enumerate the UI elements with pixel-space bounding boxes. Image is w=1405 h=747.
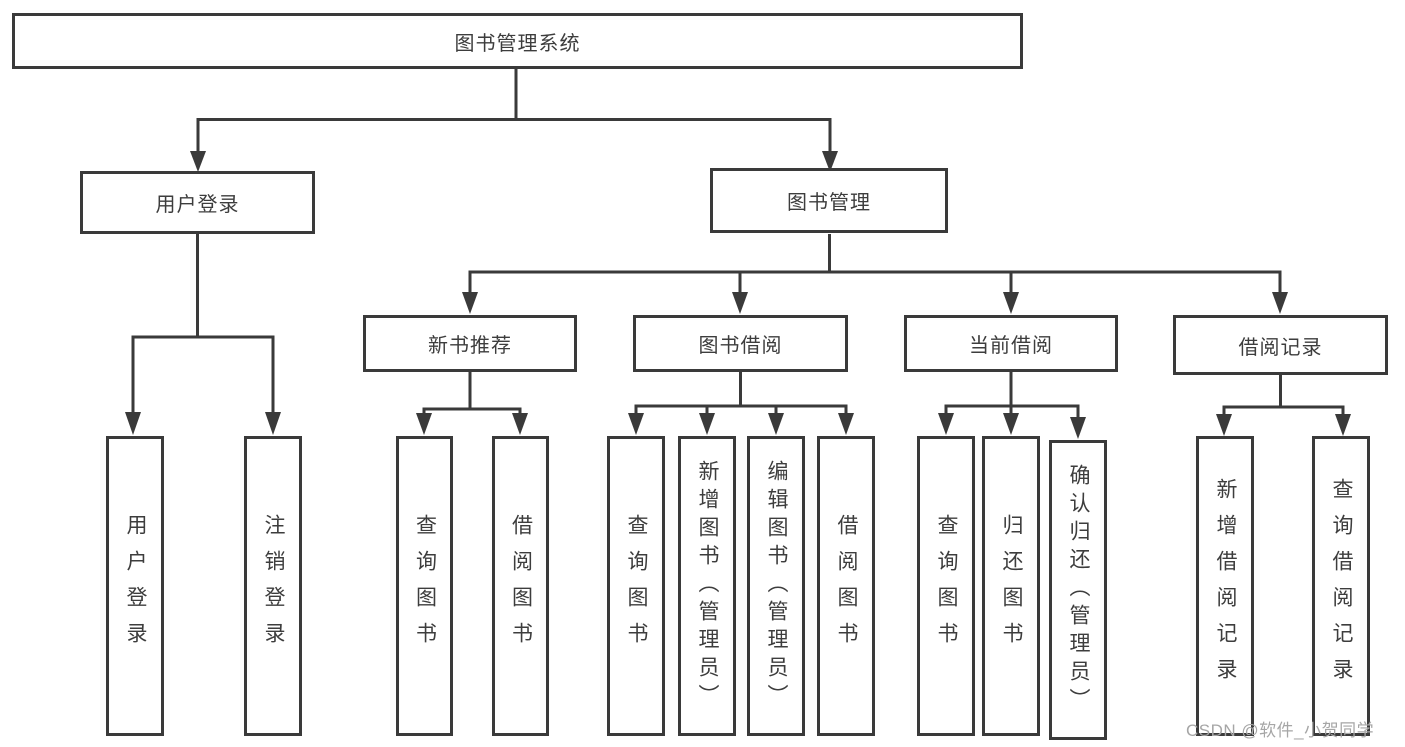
- node-label: 图书管理系统: [454, 32, 581, 55]
- node-book-borrowing: 图书借阅: [633, 315, 848, 372]
- leaf-add-books-admin: 新增图书（管理员）: [678, 436, 736, 736]
- connector-book-mgmt: [462, 234, 1288, 314]
- leaf-query-borrow-record: 查询借阅记录: [1312, 436, 1370, 736]
- connector-current-borrow: [938, 372, 1086, 439]
- node-label: 图书借阅: [698, 335, 783, 357]
- leaf-return-books: 归还图书: [982, 436, 1040, 736]
- node-label: 借阅图书: [835, 514, 858, 658]
- node-label: 用户登录: [155, 194, 240, 216]
- node-label: 借阅图书: [509, 514, 533, 658]
- node-book-management: 图书管理: [710, 168, 948, 233]
- connector-book-borrow: [628, 372, 854, 435]
- leaf-confirm-return-admin: 确认归还（管理员）: [1049, 440, 1107, 740]
- node-label: 用户登录: [124, 514, 147, 658]
- leaf-borrow-borrow-books: 借阅图书: [817, 436, 875, 736]
- node-label: 注销登录: [262, 514, 285, 658]
- leaf-borrow-query-books: 查询图书: [607, 436, 665, 736]
- csdn-watermark: CSDN @软件_小贺同学: [1186, 721, 1375, 740]
- leaf-add-borrow-record: 新增借阅记录: [1196, 436, 1254, 736]
- leaf-logout: 注销登录: [244, 436, 302, 736]
- node-borrowing-records: 借阅记录: [1173, 315, 1388, 375]
- node-new-book-recommendation: 新书推荐: [363, 315, 577, 372]
- node-label: 确认归还（管理员）: [1067, 464, 1090, 716]
- connector-borrow-records: [1216, 375, 1351, 436]
- node-label: 查询借阅记录: [1330, 478, 1353, 694]
- leaf-current-query-books: 查询图书: [917, 436, 975, 736]
- node-label: 新增图书（管理员）: [696, 460, 719, 712]
- node-label: 图书管理: [787, 192, 871, 214]
- node-label: 新增借阅记录: [1214, 478, 1237, 694]
- node-label: 编辑图书（管理员）: [765, 460, 788, 712]
- node-current-borrowing: 当前借阅: [904, 315, 1118, 372]
- node-label: 当前借阅: [969, 335, 1053, 357]
- connector-new-books: [416, 372, 528, 435]
- node-label: 查询图书: [935, 514, 958, 658]
- node-label: 归还图书: [1000, 514, 1023, 658]
- leaf-user-login: 用户登录: [106, 436, 164, 736]
- connector-user-login: [125, 234, 281, 435]
- node-label: 查询图书: [625, 514, 648, 658]
- leaf-newbooks-borrow-books: 借阅图书: [492, 436, 549, 736]
- leaf-edit-books-admin: 编辑图书（管理员）: [747, 436, 805, 736]
- node-label: 查询图书: [413, 514, 437, 658]
- node-root-system: 图书管理系统: [12, 13, 1023, 69]
- node-label: 借阅记录: [1238, 336, 1323, 359]
- leaf-newbooks-query-books: 查询图书: [396, 436, 453, 736]
- node-user-login: 用户登录: [80, 171, 315, 234]
- node-label: 新书推荐: [428, 335, 512, 357]
- connector-root: [190, 68, 838, 172]
